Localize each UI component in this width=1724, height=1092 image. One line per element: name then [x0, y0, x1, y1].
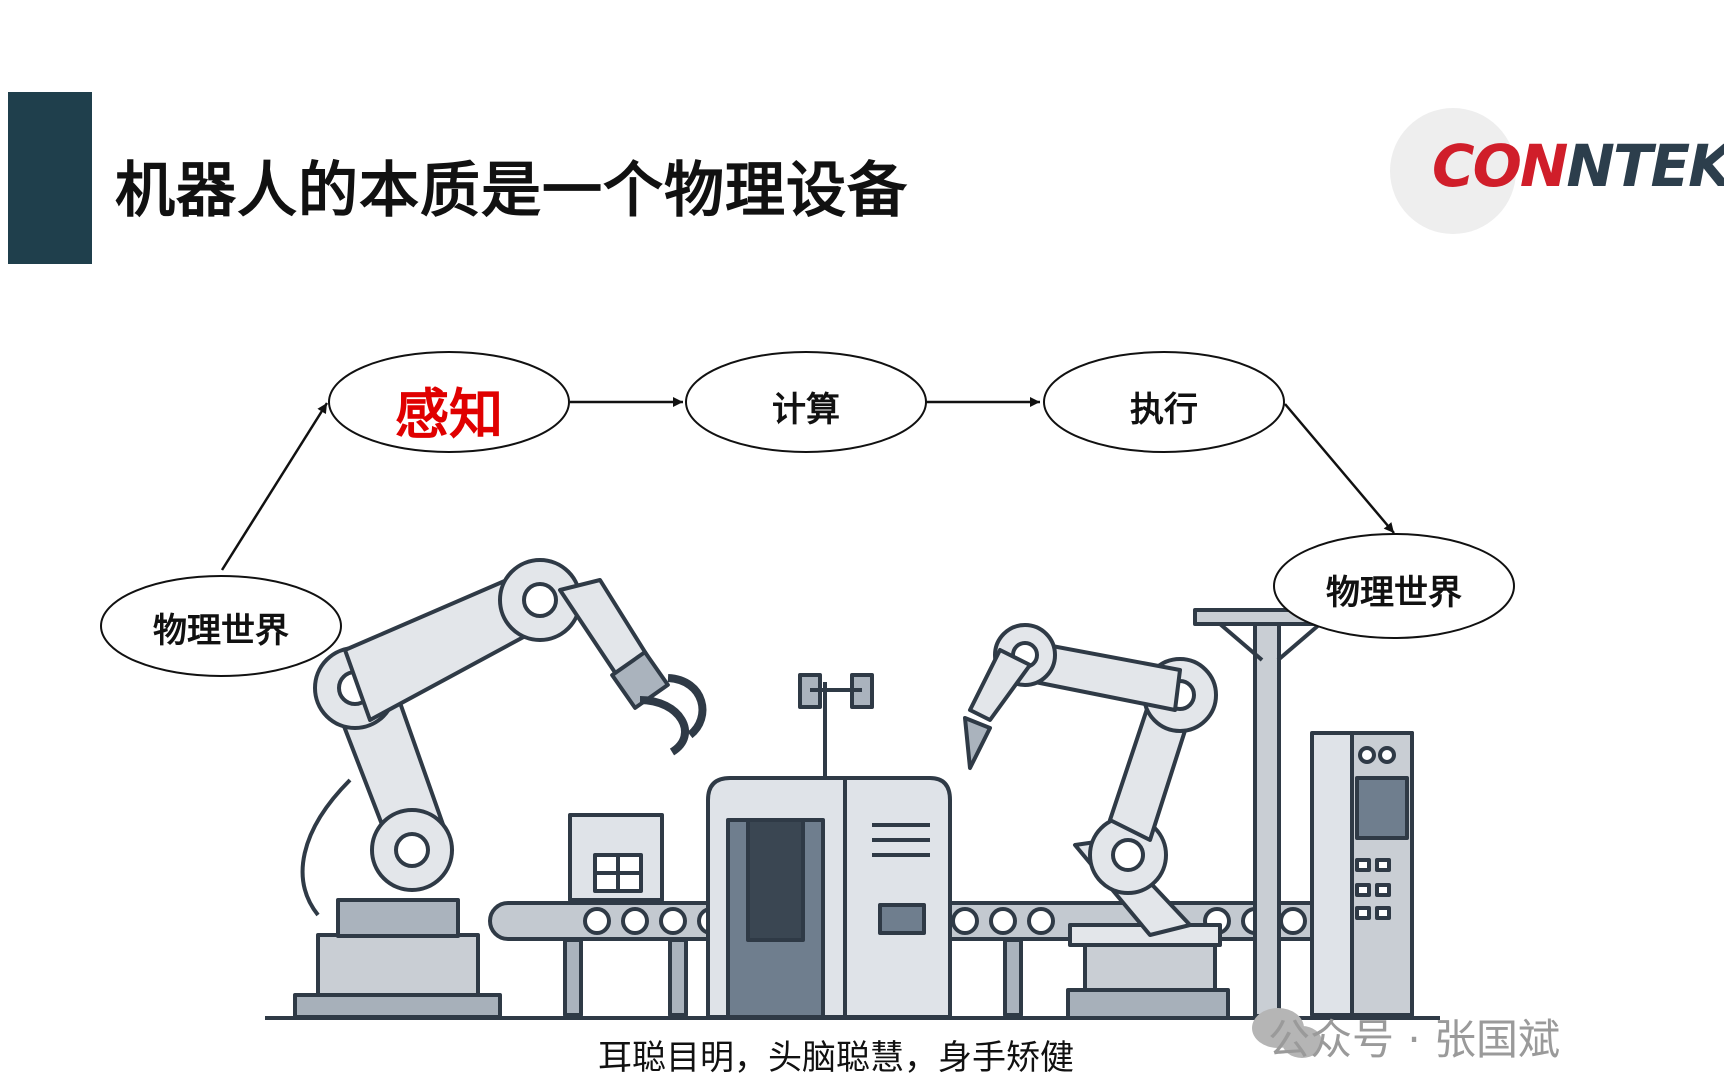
title-accent-bar: [8, 92, 92, 264]
flow-arrows: [220, 397, 1395, 571]
node-execute: [1043, 351, 1285, 453]
watermark-text: 公众号 · 张国斌: [1268, 1015, 1561, 1064]
label-physical-world-start: 物理世界: [153, 611, 289, 651]
node-compute: [685, 351, 927, 453]
caption: 耳聪目明，头脑聪慧，身手矫健: [598, 1038, 1074, 1078]
conntek-logo: CONNTEK: [1432, 132, 1724, 200]
wechat-icon: [1252, 1008, 1322, 1058]
page-title: 机器人的本质是一个物理设备: [115, 156, 908, 226]
logo-background: [1390, 108, 1516, 234]
label-physical-world-end: 物理世界: [1326, 573, 1462, 613]
label-execute: 执行: [1130, 390, 1198, 430]
node-perception: [328, 351, 570, 453]
node-physical-world-end: [1273, 533, 1515, 639]
arrow-world-to-perception: [220, 402, 329, 571]
arrow-execute-to-world: [1284, 403, 1395, 534]
label-compute: 计算: [772, 390, 840, 430]
label-perception: 感知: [395, 383, 503, 446]
factory-illustration: [265, 558, 1440, 1020]
node-physical-world-start: [100, 575, 342, 677]
